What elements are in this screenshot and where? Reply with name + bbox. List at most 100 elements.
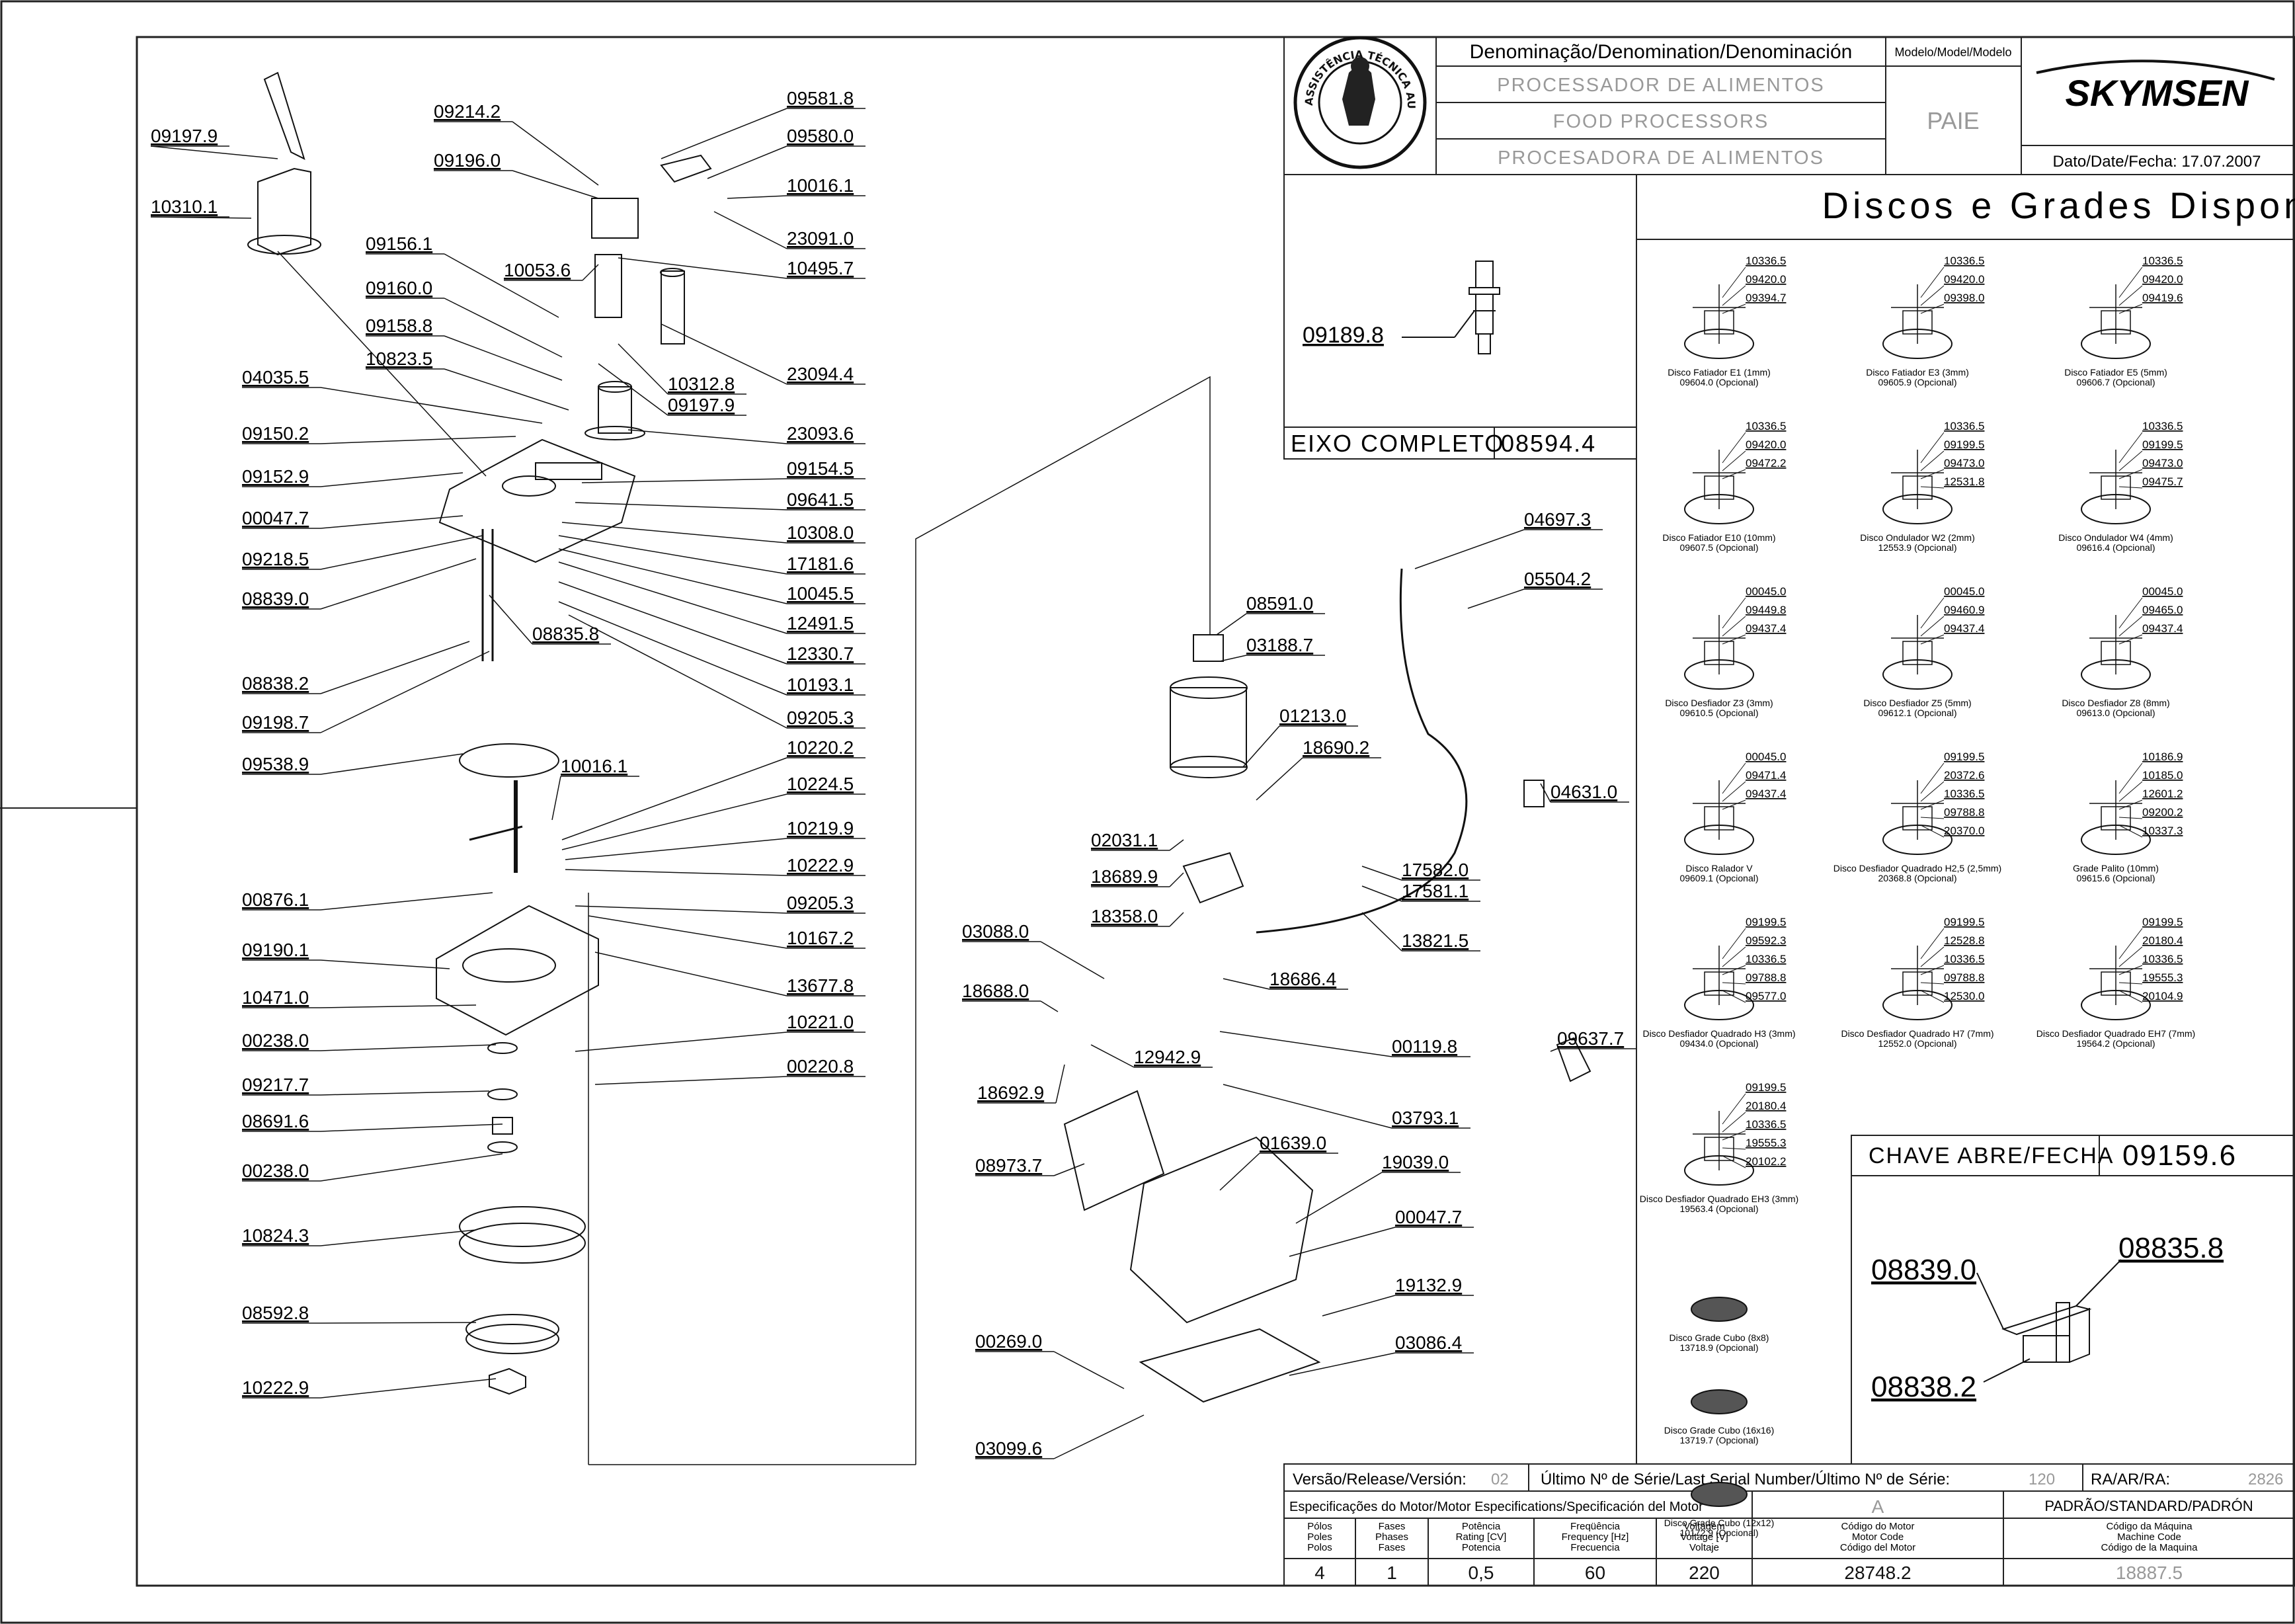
part-label: 01213.0 (1279, 706, 1346, 726)
disc-part-label: 09420.0 (2142, 273, 2183, 286)
disc-part-label: 10185.0 (2142, 769, 2183, 782)
disc-code: 09605.9 (Opcional) (1878, 377, 1956, 387)
spec-col-header: Poles (1307, 1531, 1332, 1543)
part-label: 00238.0 (242, 1030, 309, 1051)
part-label: 03188.7 (1246, 635, 1313, 655)
disc-part-label: 12528.8 (1944, 934, 1984, 947)
part-label: 02031.1 (1091, 830, 1158, 850)
brand-logo: SKYMSEN (2066, 72, 2249, 114)
disc-name: Disco Grade Cubo (8x8) (1670, 1332, 1769, 1343)
name-pt: PROCESSADOR DE ALIMENTOS (1497, 75, 1824, 96)
part-label: 03086.4 (1395, 1332, 1462, 1353)
disc-part-label: 09437.4 (1944, 622, 1984, 635)
disc-part-label: 09420.0 (1746, 438, 1786, 451)
disc-code: 09616.4 (Opcional) (2076, 542, 2155, 553)
part-label: 08839.0 (242, 589, 309, 609)
drawing-frame (136, 36, 2295, 1587)
part-label: 12491.5 (787, 613, 854, 633)
disc-part-label: 09199.5 (2142, 438, 2183, 451)
part-label: 09150.2 (242, 423, 309, 444)
standard-label: PADRÃO/STANDARD/PADRÓN (2044, 1498, 2253, 1514)
disc-code: 19564.2 (Opcional) (2076, 1038, 2155, 1049)
disc-part-label: 10336.5 (2142, 255, 2183, 267)
disc-item: Disco Ondulador W2 (2mm)12553.9 (Opciona… (1860, 420, 1984, 553)
part-label: 12942.9 (1134, 1047, 1201, 1067)
disc-code: 20368.8 (Opcional) (1878, 873, 1956, 883)
disc-code: 09612.1 (Opcional) (1878, 708, 1956, 718)
part-label: 18692.9 (977, 1082, 1044, 1103)
footer-table (1283, 1463, 2295, 1586)
disc-code: 09606.7 (Opcional) (2076, 377, 2155, 387)
disc-item: Disco Desfiador Quadrado H2,5 (2,5mm)203… (1833, 751, 2001, 883)
disc-part-label: 00045.0 (1746, 751, 1786, 763)
part-label: 08691.6 (242, 1111, 309, 1131)
disc-part-label: 19555.3 (1746, 1137, 1786, 1149)
spec-col-value: 18887.5 (2116, 1563, 2183, 1583)
part-label: 10193.1 (787, 674, 854, 695)
part-label: 10224.5 (787, 774, 854, 794)
disc-code: 12553.9 (Opcional) (1878, 542, 1956, 553)
part-label: 10824.3 (242, 1225, 309, 1246)
name-en: FOOD PROCESSORS (1553, 111, 1769, 132)
axle-panel (1283, 174, 2295, 1464)
part-label: 10016.1 (787, 175, 854, 196)
disc-part-label: 12530.0 (1944, 990, 1984, 1002)
part-label: 10495.7 (787, 258, 854, 278)
part-label: 00220.8 (787, 1056, 854, 1076)
spec-col-header: Polos (1307, 1542, 1332, 1553)
part-label: 08838.2 (242, 673, 309, 694)
part-label: 09158.8 (366, 315, 432, 336)
part-label: 09197.9 (668, 395, 735, 415)
disc-name: Disco Ralador V (1685, 863, 1753, 873)
disc-item: Disco Desfiador Z8 (8mm)09613.0 (Opciona… (2062, 585, 2183, 718)
disc-name: Disco Desfiador Z5 (5mm) (1863, 698, 1971, 708)
part-label: 17582.0 (1402, 860, 1469, 880)
part-label: 18689.9 (1091, 866, 1158, 887)
part-label: 10310.1 (151, 196, 218, 217)
axle-code: 08594.4 (1501, 430, 1596, 457)
part-label: 10016.1 (561, 756, 627, 776)
disc-part-label: 09592.3 (1746, 934, 1786, 947)
part-label: 09198.7 (242, 712, 309, 733)
disc-name: Disco Fatiador E10 (10mm) (1662, 532, 1775, 543)
disc-part-label: 12531.8 (1944, 475, 1984, 488)
disc-part-label: 20370.0 (1944, 825, 1984, 837)
disc-code: 09615.6 (Opcional) (2076, 873, 2155, 883)
disc-part-label: 09437.4 (1746, 788, 1786, 800)
spec-col-header: Voltaje (1689, 1542, 1719, 1553)
part-label: 09581.8 (787, 88, 854, 108)
part-label: 13677.8 (787, 975, 854, 996)
disc-part-label: 00045.0 (1944, 585, 1984, 598)
part-label: 03793.1 (1392, 1108, 1459, 1128)
disc-part-label: 09419.6 (2142, 292, 2183, 304)
spec-col-header: Pólos (1307, 1521, 1332, 1532)
disc-name: Disco Fatiador E1 (1mm) (1668, 367, 1771, 378)
spec-col-header: Código da Máquina (2106, 1521, 2193, 1532)
disc-name: Disco Desfiador Z3 (3mm) (1665, 698, 1773, 708)
spec-col-header: Machine Code (2117, 1531, 2181, 1543)
version-label: Versão/Release/Versión: (1293, 1471, 1467, 1488)
disc-item: Disco Grade Cubo (8x8)13718.9 (Opcional) (1670, 1297, 1769, 1353)
spec-col-header: Potencia (1462, 1542, 1501, 1553)
disc-name: Disco Ondulador W2 (2mm) (1860, 532, 1975, 543)
disc-part-label: 09449.8 (1746, 604, 1786, 616)
part-label: 23094.4 (787, 364, 854, 384)
disc-item: Disco Desfiador Quadrado EH3 (3mm)19563.… (1640, 1081, 1798, 1214)
part-label: 00047.7 (1395, 1207, 1462, 1227)
serial-label: Último Nº de Série/Last Serial Number/Úl… (1541, 1471, 1950, 1488)
spec-col-header: Código do Motor (1841, 1521, 1915, 1532)
part-label: 18690.2 (1303, 737, 1369, 758)
part-label: 10219.9 (787, 818, 854, 838)
model-label: Modelo/Model/Modelo (1894, 46, 2011, 59)
disc-part-label: 10186.9 (2142, 751, 2183, 763)
disc-part-label: 09199.5 (1944, 916, 1984, 928)
disc-item: Disco Desfiador Z5 (5mm)09612.1 (Opciona… (1863, 585, 1984, 718)
exploded-diagram (247, 71, 1591, 1465)
disc-code: 19563.4 (Opcional) (1679, 1203, 1758, 1214)
part-label: 09152.9 (242, 466, 309, 487)
spec-col-value: 28748.2 (1844, 1563, 1911, 1583)
disc-name: Disco Fatiador E3 (3mm) (1866, 367, 1969, 378)
part-label: 10220.2 (787, 737, 854, 758)
part-label: 10045.5 (787, 583, 854, 604)
